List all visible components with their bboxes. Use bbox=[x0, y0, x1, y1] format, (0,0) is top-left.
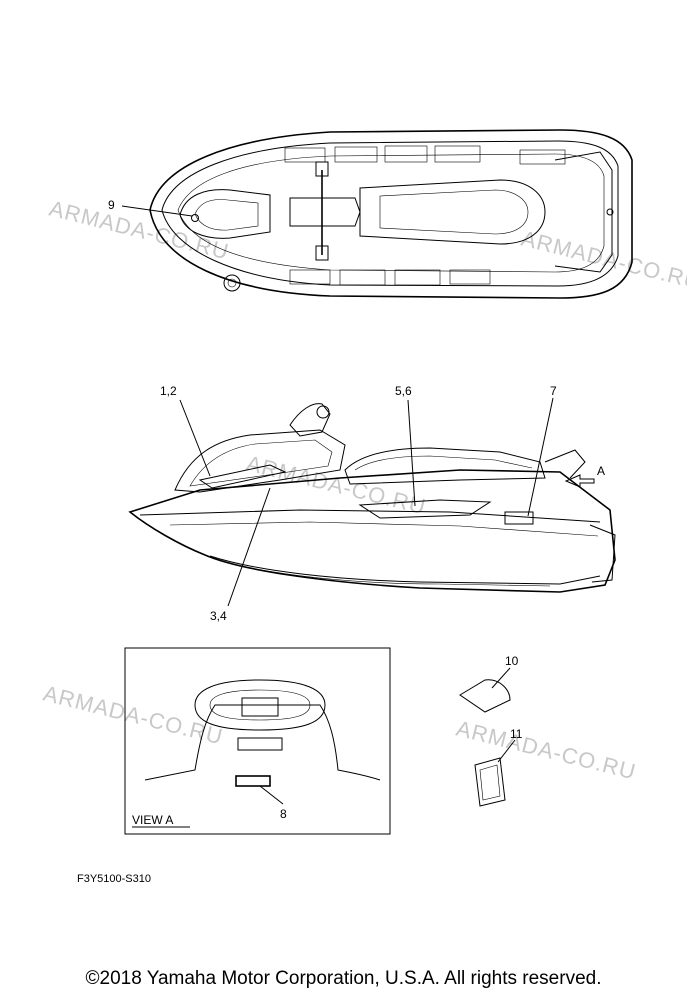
watermark-5: ARMADA-CO.RU bbox=[454, 716, 639, 785]
watermark-2: ARMADA-CO.RU bbox=[519, 226, 687, 295]
callout-a: A bbox=[597, 464, 605, 478]
decal-1-2 bbox=[198, 464, 287, 489]
leader-8 bbox=[259, 785, 284, 805]
decal-5-6 bbox=[358, 499, 492, 519]
leader-10 bbox=[491, 667, 511, 689]
watermarks: ARMADA-CO.RU ARMADA-CO.RU ARMADA-CO.RU A… bbox=[41, 196, 687, 785]
copyright-notice: ©2018 Yamaha Motor Corporation, U.S.A. A… bbox=[85, 968, 602, 989]
watermark-3: ARMADA-CO.RU bbox=[244, 451, 429, 520]
view-a-box bbox=[124, 647, 391, 835]
callout-5-6: 5,6 bbox=[395, 384, 412, 398]
callout-3-4: 3,4 bbox=[210, 609, 227, 623]
leader-7 bbox=[527, 397, 554, 517]
part-10-11 bbox=[459, 667, 516, 807]
callout-10: 10 bbox=[505, 654, 519, 668]
callout-11: 11 bbox=[510, 727, 523, 741]
part-11 bbox=[474, 757, 506, 807]
leader-3-4 bbox=[227, 487, 271, 607]
part-10 bbox=[459, 679, 511, 713]
top-view-watercraft bbox=[121, 129, 633, 299]
part-9-location bbox=[191, 214, 199, 222]
decal-8 bbox=[235, 775, 271, 787]
leader-11 bbox=[497, 739, 516, 763]
watermark-1: ARMADA-CO.RU bbox=[47, 196, 232, 265]
leader-9 bbox=[121, 205, 193, 217]
view-a-label: VIEW A bbox=[132, 813, 173, 827]
decal-7 bbox=[504, 511, 534, 525]
diagram-code: F3Y5100-S310 bbox=[77, 873, 151, 885]
callout-1-2: 1,2 bbox=[160, 384, 177, 398]
side-view-watercraft bbox=[128, 397, 616, 607]
callout-9: 9 bbox=[108, 198, 115, 212]
callout-8: 8 bbox=[280, 807, 287, 821]
view-a-arrow bbox=[564, 474, 595, 488]
leader-1-2 bbox=[179, 399, 211, 477]
callout-7: 7 bbox=[550, 384, 557, 398]
leader-5-6 bbox=[407, 399, 416, 507]
